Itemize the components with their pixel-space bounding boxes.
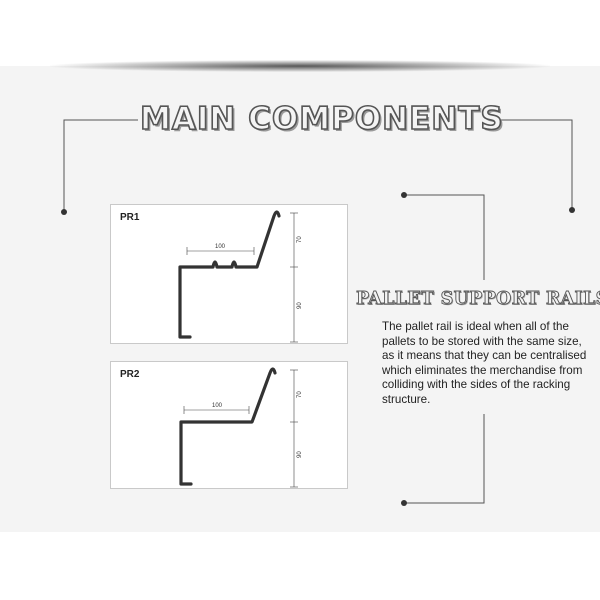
top-shadow-divider xyxy=(50,60,550,72)
right-connector-line xyxy=(500,119,573,210)
pr1-dimension-lines xyxy=(186,212,298,343)
right-connector-dot xyxy=(569,207,575,213)
left-connector-line xyxy=(63,119,138,212)
left-connector-dot xyxy=(61,209,67,215)
pr2-label: PR2 xyxy=(120,369,140,380)
pr1-rail-outline xyxy=(178,210,281,339)
pr1-profile-drawing: 100 70 90 xyxy=(178,210,303,343)
pr2-profile-drawing: 100 70 90 xyxy=(179,367,303,488)
section-description: The pallet rail is ideal when all of the… xyxy=(382,320,587,406)
upper-connector-line xyxy=(404,194,485,280)
lower-connector-line xyxy=(404,414,485,504)
upper-connector-dot xyxy=(401,192,407,198)
pr2-bottom-height-dimension: 90 xyxy=(297,451,303,458)
pr2-rail-outline xyxy=(179,367,277,486)
pr1-label: PR1 xyxy=(120,212,140,223)
pr1-width-dimension: 100 xyxy=(215,244,226,250)
pr2-profile-card: PR2 100 70 90 xyxy=(110,361,348,489)
pr1-bottom-height-dimension: 90 xyxy=(297,302,303,309)
pr1-top-height-dimension: 70 xyxy=(297,236,303,243)
pr2-dimension-lines xyxy=(183,369,298,488)
lower-connector-dot xyxy=(401,500,407,506)
pr1-profile-card: PR1 100 70 90 xyxy=(110,204,348,344)
page-title: MAIN COMPONENTS xyxy=(139,100,504,138)
section-title: PALLET SUPPORT RAILS xyxy=(356,289,600,310)
pr2-top-height-dimension: 70 xyxy=(297,391,303,398)
pr2-width-dimension: 100 xyxy=(212,403,223,409)
